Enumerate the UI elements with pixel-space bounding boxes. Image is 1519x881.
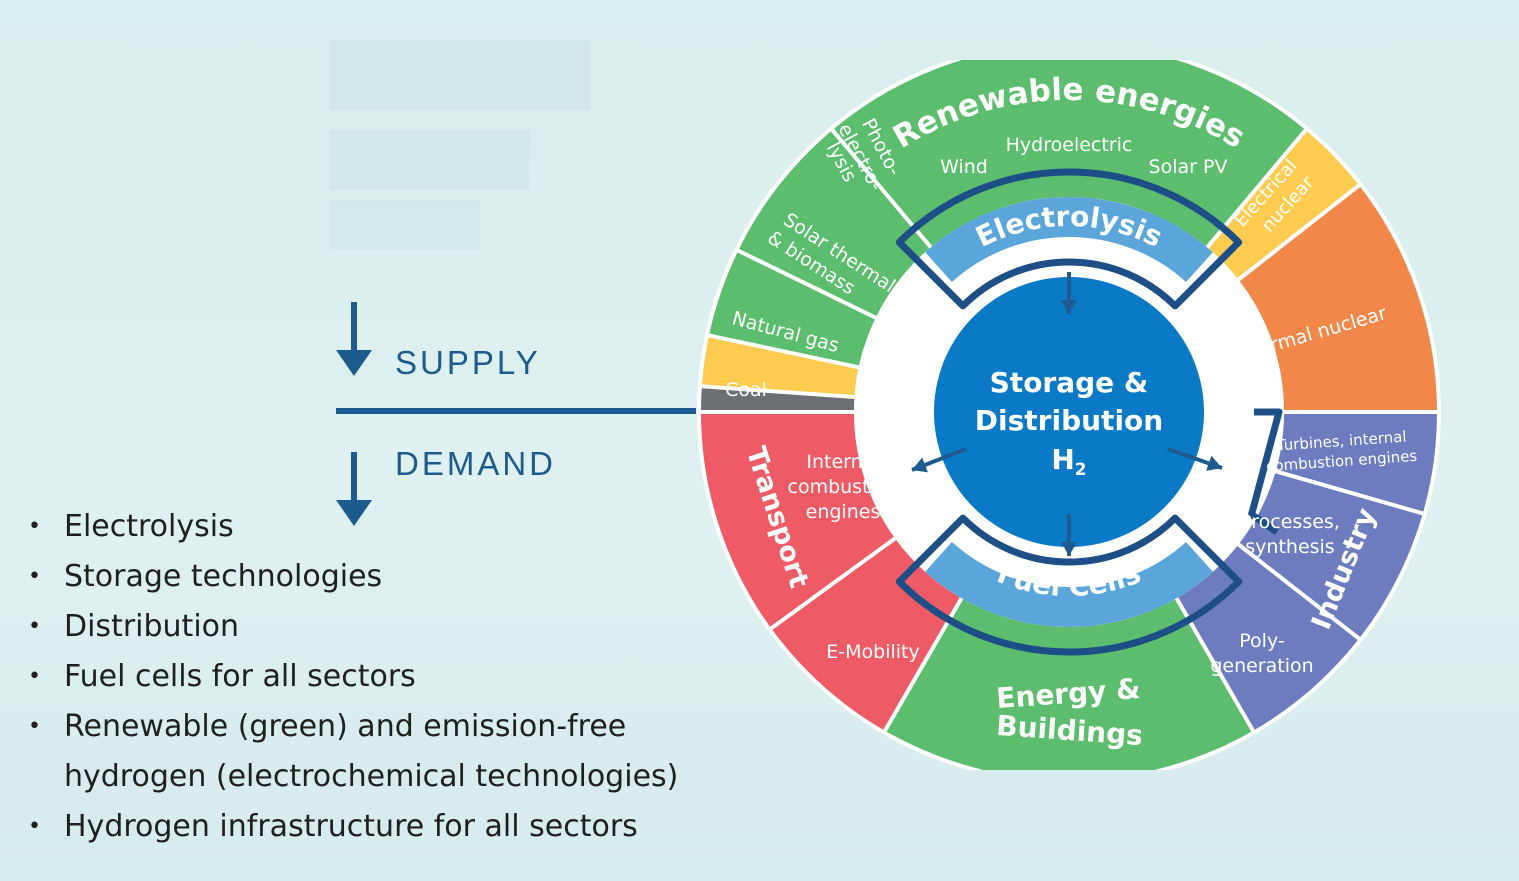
sector-coal — [699, 386, 855, 412]
center-subscript: 2 — [1075, 460, 1087, 480]
transport-arrow-icon-head — [912, 457, 928, 473]
supply-arrow-icon — [336, 302, 372, 376]
list-item-continuation: hydrogen (electrochemical technologies) — [64, 759, 679, 794]
sector-natural-gas — [699, 335, 859, 398]
poly-generation-line2: generation — [1210, 655, 1313, 677]
sector-solar-thermal — [707, 249, 876, 368]
industry-arrow-icon-head — [1206, 455, 1222, 471]
requirements-list: Electrolysis Storage technologies Distri… — [28, 502, 744, 852]
sector-processes — [1238, 471, 1425, 640]
sector-turbines — [1275, 412, 1439, 514]
sector-energy-buildings — [884, 598, 1254, 770]
supply-label: SUPPLY — [395, 344, 541, 381]
list-item: Fuel cells for all sectors — [28, 652, 744, 702]
coal-label: Coal — [725, 379, 767, 401]
demand-label: DEMAND — [395, 445, 557, 482]
ice-line2: combustion — [788, 476, 899, 498]
processes-line2: synthesis — [1245, 536, 1334, 558]
list-item: Storage technologies — [28, 552, 744, 602]
solar-pv-label: Solar PV — [1149, 156, 1228, 178]
supply-demand-divider — [336, 408, 696, 414]
processes-line1: Processes, — [1240, 511, 1340, 533]
fuel-cells-arrow-icon-head — [1061, 542, 1077, 556]
ice-line3: engines — [806, 501, 881, 523]
sector-poly-generation — [1176, 544, 1361, 733]
poly-generation-line1: Poly- — [1239, 630, 1284, 652]
flow-arrows — [911, 272, 1223, 556]
electrolysis-outline — [895, 168, 1243, 310]
electrolysis-band — [925, 197, 1213, 282]
outer-rim — [697, 60, 1441, 770]
list-item: Electrolysis — [28, 502, 744, 552]
electrolysis-arrow-icon-head — [1061, 300, 1077, 314]
list-item: Distribution — [28, 602, 744, 652]
background-watermark — [330, 40, 590, 250]
sector-electrical-nuclear — [1207, 128, 1361, 280]
hydroelectric-label: Hydroelectric — [1006, 134, 1133, 156]
center-title-line1: Storage & — [990, 366, 1149, 399]
center-title-line2: Distribution — [975, 404, 1163, 437]
process-outlines — [895, 168, 1283, 656]
fuel-cells-band — [925, 542, 1213, 627]
industry-outline — [1248, 408, 1283, 535]
list-item: Renewable (green) and emission-free — [28, 702, 744, 752]
sector-e-mobility — [769, 538, 962, 733]
ice-line1: Internal — [806, 451, 879, 473]
wind-label: Wind — [940, 156, 988, 178]
fuel-cells-outline — [895, 514, 1243, 656]
sector-transport — [699, 412, 896, 630]
e-mobility-label: E-Mobility — [826, 641, 919, 663]
list-item: Hydrogen infrastructure for all sectors — [28, 802, 744, 852]
